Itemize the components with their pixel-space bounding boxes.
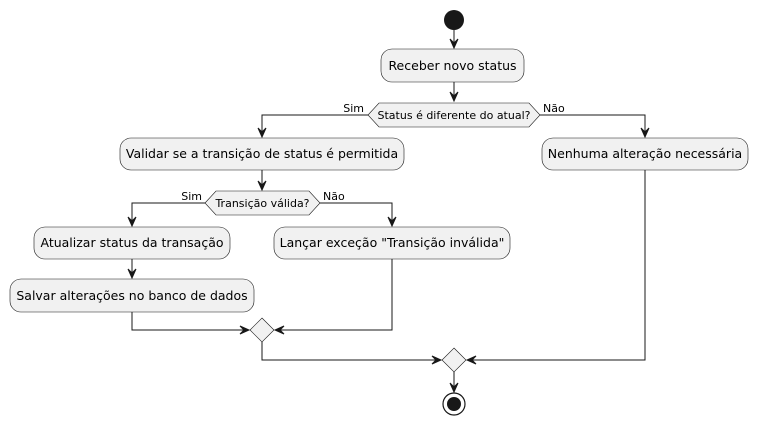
start-node [444, 10, 464, 30]
arrowheads [127, 38, 650, 394]
action-receive-status: Receber novo status [380, 48, 525, 83]
decision-valid-transition-label: Transição válida? [214, 197, 309, 210]
edge-decision-no [540, 114, 646, 137]
action-no-change-label: Nenhuma alteração necessária [548, 146, 742, 161]
arrowhead [387, 216, 397, 228]
action-validate-label: Validar se a transição de status é permi… [126, 146, 398, 161]
action-save-label: Salvar alterações no banco de dados [16, 288, 247, 303]
arrowhead [449, 382, 459, 394]
edge-decision-yes [261, 114, 368, 137]
arrowhead [257, 127, 267, 139]
stop-node [442, 392, 466, 416]
merge-node-outer [441, 347, 467, 373]
edge-merge-final [261, 342, 441, 361]
action-validate-transition: Validar se a transição de status é permi… [119, 137, 405, 171]
merge-node-inner [249, 317, 275, 343]
decision-status-differs-label: Status é diferente do atual? [378, 109, 531, 122]
action-throw-exception: Lançar exceção "Transição inválida" [273, 226, 511, 260]
action-update-label: Atualizar status da transação [40, 235, 223, 250]
arrowhead [640, 127, 650, 139]
action-update-status: Atualizar status da transação [33, 226, 231, 260]
arrowhead [465, 355, 477, 365]
edge-valid-no [320, 202, 393, 226]
branch-yes-label: Sim [343, 102, 364, 115]
decision-status-differs: Status é diferente do atual? [367, 102, 541, 128]
edge-valid-yes [131, 202, 205, 226]
arrowhead [127, 216, 137, 228]
arrowhead [449, 91, 459, 103]
arrowhead [257, 180, 267, 192]
edge-save-merge [131, 312, 249, 331]
decision-valid-transition: Transição válida? [204, 190, 321, 216]
edge-throw-merge [275, 259, 393, 331]
arrowhead [239, 325, 251, 335]
action-no-change: Nenhuma alteração necessária [541, 137, 749, 171]
edges [131, 30, 646, 392]
action-receive-label: Receber novo status [388, 58, 516, 73]
arrowhead [449, 38, 459, 50]
edge-nochange-final [467, 170, 646, 361]
branch-yes-label: Sim [181, 190, 202, 203]
arrowhead [431, 355, 443, 365]
arrowhead [273, 325, 285, 335]
action-throw-label: Lançar exceção "Transição inválida" [280, 235, 505, 250]
action-save-changes: Salvar alterações no banco de dados [9, 278, 255, 313]
arrowhead [127, 268, 137, 280]
branch-no-label: Não [323, 190, 345, 203]
branch-no-label: Não [543, 102, 565, 115]
